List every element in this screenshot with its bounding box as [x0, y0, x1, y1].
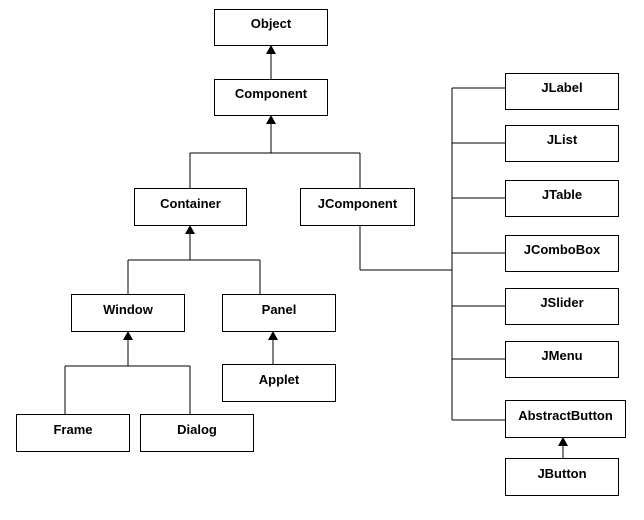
node-jcombobox: JComboBox — [505, 235, 619, 272]
node-applet: Applet — [222, 364, 336, 402]
node-frame: Frame — [16, 414, 130, 452]
node-jtable: JTable — [505, 180, 619, 217]
node-component: Component — [214, 79, 328, 116]
node-jmenu: JMenu — [505, 341, 619, 378]
node-jlabel: JLabel — [505, 73, 619, 110]
node-object: Object — [214, 9, 328, 46]
node-container: Container — [134, 188, 247, 226]
node-panel: Panel — [222, 294, 336, 332]
node-abstractbutton: AbstractButton — [505, 400, 626, 438]
node-jbutton: JButton — [505, 458, 619, 496]
node-dialog: Dialog — [140, 414, 254, 452]
node-window: Window — [71, 294, 185, 332]
node-jslider: JSlider — [505, 288, 619, 325]
node-jlist: JList — [505, 125, 619, 162]
node-jcomponent: JComponent — [300, 188, 415, 226]
